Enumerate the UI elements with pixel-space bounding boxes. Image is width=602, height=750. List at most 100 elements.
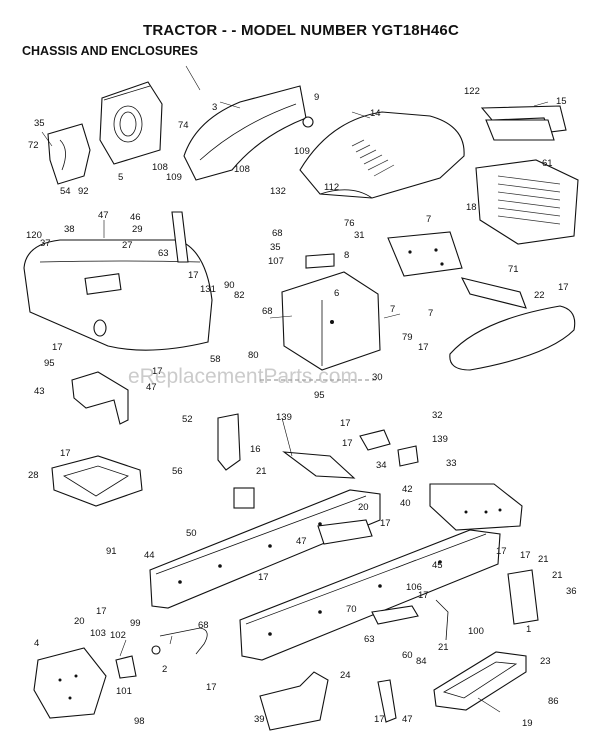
part-label: 108 xyxy=(234,164,250,175)
part-label: 17 xyxy=(52,342,63,353)
part-label: 120 xyxy=(26,230,42,241)
pan-part-28 xyxy=(51,455,143,507)
knob-part-9 xyxy=(302,116,314,128)
part-label: 17 xyxy=(418,342,429,353)
part-label: 70 xyxy=(346,604,357,615)
part-label: 90 xyxy=(224,280,235,291)
part-label: 4 xyxy=(34,638,39,649)
part-label: 16 xyxy=(250,444,261,455)
part-label: 15 xyxy=(556,96,567,107)
part-label: 95 xyxy=(44,358,55,369)
part-label: 46 xyxy=(130,212,141,223)
bracket-part-34 xyxy=(282,451,356,479)
part-labels: 35 72 54 92 5 74 108 109 3 9 14 122 15 6… xyxy=(26,86,577,729)
frame-rail-part-91 xyxy=(149,489,381,609)
part-label: 109 xyxy=(166,172,182,183)
part-label: 7 xyxy=(390,304,395,315)
bracket-part-61 xyxy=(485,119,555,141)
part-label: 60 xyxy=(402,650,413,661)
part-label: 107 xyxy=(268,256,284,267)
part-label: 76 xyxy=(344,218,355,229)
part-label: 71 xyxy=(508,264,519,275)
part-label: 52 xyxy=(182,414,193,425)
part-label: 3 xyxy=(212,102,217,113)
part-label: 74 xyxy=(178,120,189,131)
part-label: 63 xyxy=(364,634,375,645)
part-label: 17 xyxy=(558,282,569,293)
bumper-part-22 xyxy=(449,305,576,371)
part-label: 54 xyxy=(60,186,71,197)
part-label: 103 xyxy=(90,628,106,639)
shield-part-98 xyxy=(259,671,329,731)
part-label: 80 xyxy=(248,350,259,361)
bracket-part-44 xyxy=(507,569,539,625)
part-label: 98 xyxy=(134,716,145,727)
bracket-part-38 xyxy=(171,211,189,263)
part-label: 106 xyxy=(406,582,422,593)
part-label: 122 xyxy=(464,86,480,97)
part-label: 17 xyxy=(206,682,217,693)
part-label: 131 xyxy=(200,284,216,295)
part-label: 47 xyxy=(296,536,307,547)
part-label: 17 xyxy=(96,606,107,617)
part-label: 17 xyxy=(342,438,353,449)
part-label: 29 xyxy=(132,224,143,235)
part-label: 82 xyxy=(234,290,245,301)
part-label: 8 xyxy=(344,250,349,261)
part-label: 6 xyxy=(334,288,339,299)
part-label: 47 xyxy=(98,210,109,221)
part-label: 21 xyxy=(538,554,549,565)
part-label: 47 xyxy=(402,714,413,725)
part-label: 17 xyxy=(374,714,385,725)
part-label: 47 xyxy=(146,382,157,393)
part-label: 7 xyxy=(428,308,433,319)
part-label: 33 xyxy=(446,458,457,469)
part-label: 14 xyxy=(370,108,381,119)
bracket-part-50 xyxy=(429,483,523,531)
part-label: 68 xyxy=(272,228,283,239)
part-label: 108 xyxy=(152,162,168,173)
part-label: 84 xyxy=(416,656,427,667)
pan-part-24 xyxy=(433,651,527,711)
part-label: 102 xyxy=(110,630,126,641)
part-label: 17 xyxy=(188,270,199,281)
part-label: 92 xyxy=(78,186,89,197)
part-label: 63 xyxy=(158,248,169,259)
bracket-part-103 xyxy=(115,655,137,679)
part-label: 17 xyxy=(152,366,163,377)
firewall-part-6 xyxy=(281,271,381,371)
part-label: 139 xyxy=(276,412,292,423)
bracket-part-39 xyxy=(377,679,397,723)
part-label: 35 xyxy=(34,118,45,129)
part-label: 22 xyxy=(534,290,545,301)
part-label: 58 xyxy=(210,354,221,365)
square-part-16 xyxy=(233,487,255,509)
part-label: 9 xyxy=(314,92,319,103)
part-label: 1 xyxy=(526,624,531,635)
part-label: 19 xyxy=(522,718,533,729)
part-label: 72 xyxy=(28,140,39,151)
part-label: 101 xyxy=(116,686,132,697)
part-label: 21 xyxy=(552,570,563,581)
part-label: 17 xyxy=(340,418,351,429)
dash-panel-part-5 xyxy=(99,81,163,165)
plate-part-31 xyxy=(305,253,335,269)
frame-rail-part-1 xyxy=(239,529,501,661)
part-label: 56 xyxy=(172,466,183,477)
part-label: 91 xyxy=(106,546,117,557)
part-label: 35 xyxy=(270,242,281,253)
part-label: 139 xyxy=(432,434,448,445)
part-label: 5 xyxy=(118,172,123,183)
part-label: 68 xyxy=(198,620,209,631)
part-label: 32 xyxy=(432,410,443,421)
bracket-part-58 xyxy=(71,371,129,425)
part-label: 17 xyxy=(380,518,391,529)
part-label: 100 xyxy=(468,626,484,637)
part-label: 38 xyxy=(64,224,75,235)
part-label: 20 xyxy=(358,502,369,513)
part-label: 28 xyxy=(28,470,39,481)
bracket-part-43 xyxy=(217,413,241,471)
part-label: 39 xyxy=(254,714,265,725)
part-label: 20 xyxy=(74,616,85,627)
plate-part-8 xyxy=(387,231,463,277)
